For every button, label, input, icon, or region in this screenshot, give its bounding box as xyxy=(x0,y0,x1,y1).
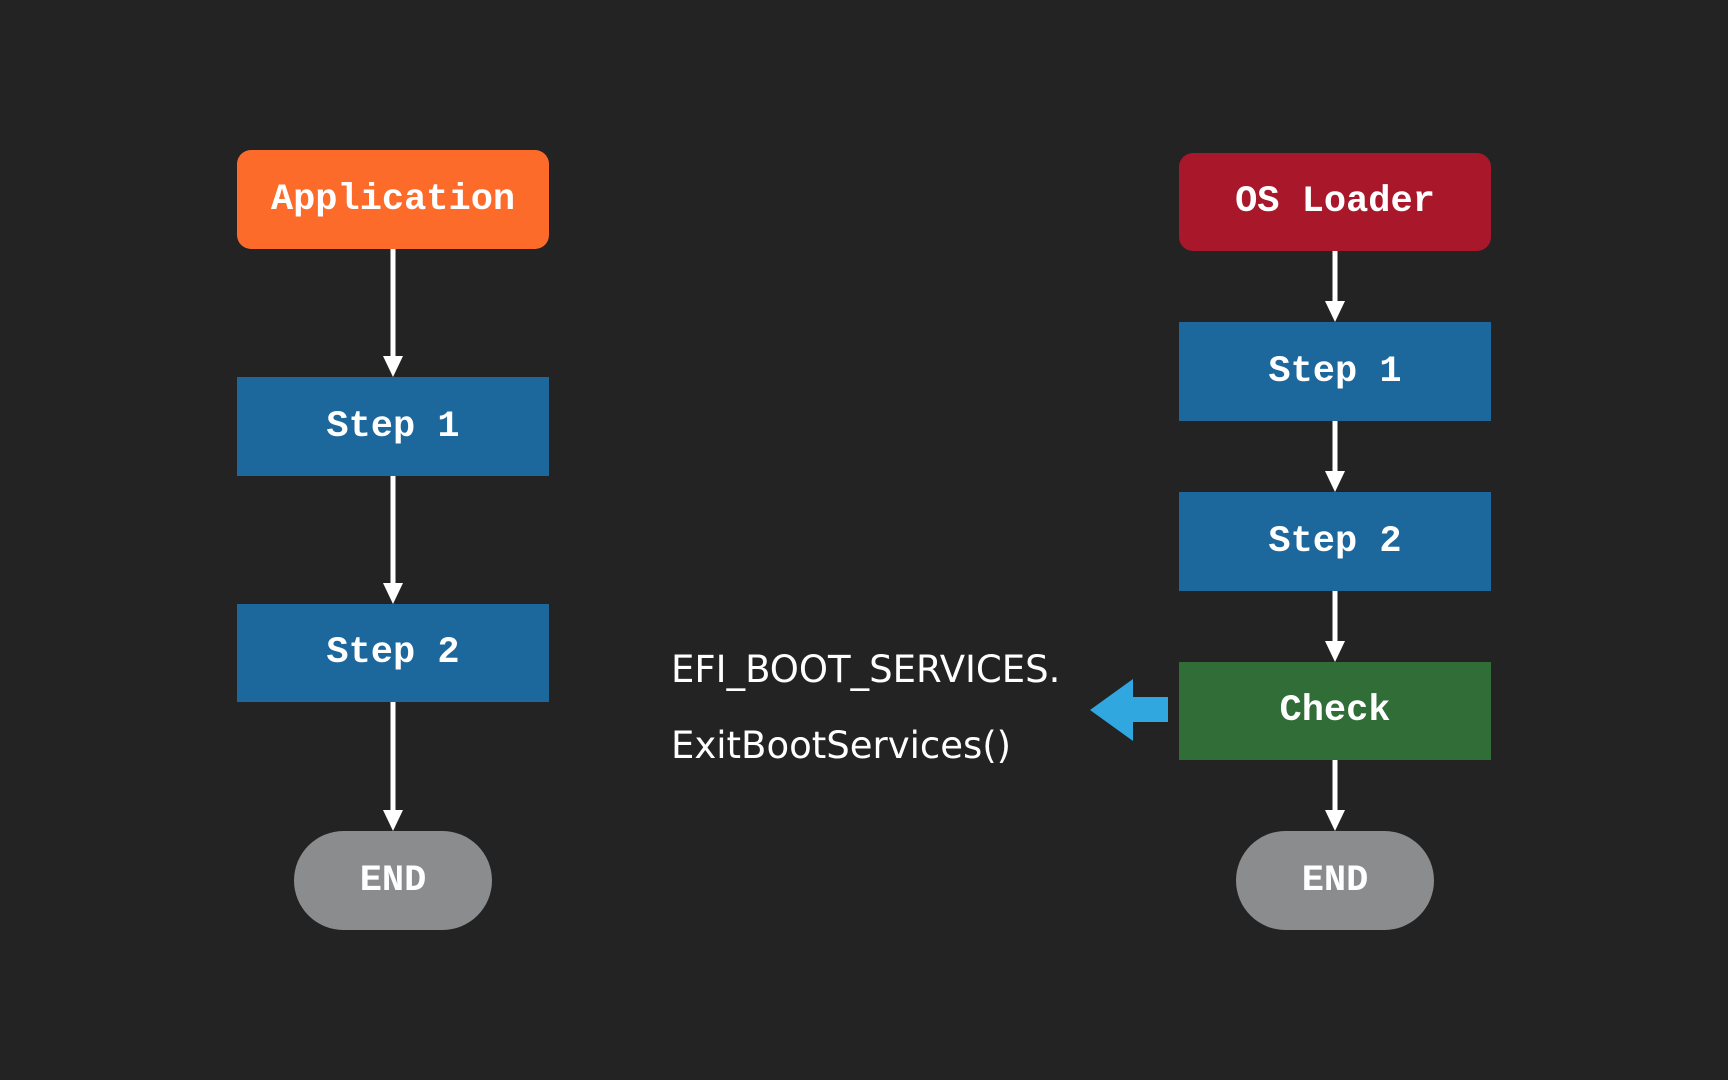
call-label-line1: EFI_BOOT_SERVICES. xyxy=(671,648,1061,691)
right-end-node: END xyxy=(1236,831,1434,930)
right-connectors xyxy=(1325,251,1345,831)
arrowhead-step2-to-end-left xyxy=(383,810,403,831)
call-label-line2: ExitBootServices() xyxy=(671,724,1012,767)
left-end-node: END xyxy=(294,831,492,930)
arrowhead-step2-to-check xyxy=(1325,641,1345,662)
os-loader-node: OS Loader xyxy=(1179,153,1491,251)
application-node: Application xyxy=(237,150,549,249)
arrowhead-osloader-to-step1 xyxy=(1325,301,1345,322)
check-node: Check xyxy=(1179,662,1491,760)
arrowhead-step1-to-step2-right xyxy=(1325,471,1345,492)
arrowhead-application-to-step1 xyxy=(383,356,403,377)
left-connectors xyxy=(383,249,403,831)
right-step2-node: Step 2 xyxy=(1179,492,1491,591)
left-step2-node: Step 2 xyxy=(237,604,549,702)
call-arrow-icon xyxy=(1090,679,1168,741)
arrowhead-check-to-end-right xyxy=(1325,810,1345,831)
arrowhead-step1-to-step2-left xyxy=(383,583,403,604)
left-step1-node: Step 1 xyxy=(237,377,549,476)
right-step1-node: Step 1 xyxy=(1179,322,1491,421)
